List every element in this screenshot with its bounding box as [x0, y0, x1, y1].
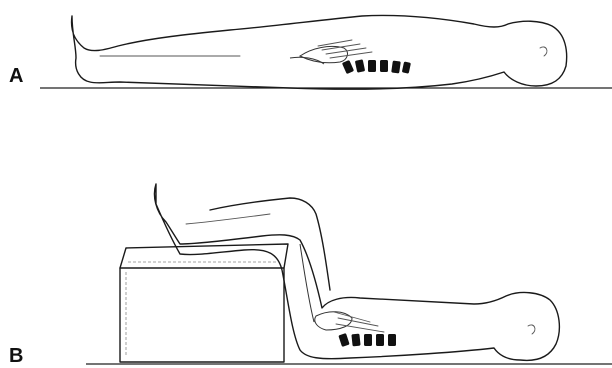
ear-a: [540, 47, 547, 56]
femur-head-a: [290, 57, 324, 64]
pelvis-b: [315, 312, 352, 330]
figure-b-legs-on-box: [86, 184, 612, 364]
box-top: [120, 244, 288, 268]
lumbar-spine-b: [338, 333, 396, 347]
box-front: [120, 268, 284, 362]
shin-shadow-b: [186, 214, 270, 224]
body-outline-a: [72, 15, 567, 89]
sacrum-hatching-b: [334, 312, 384, 332]
support-box: [120, 244, 288, 362]
ear-b: [528, 325, 535, 334]
figure-a-legs-extended: [40, 15, 612, 89]
pelvis-a: [300, 46, 347, 62]
lumbar-spine-a: [342, 59, 411, 74]
